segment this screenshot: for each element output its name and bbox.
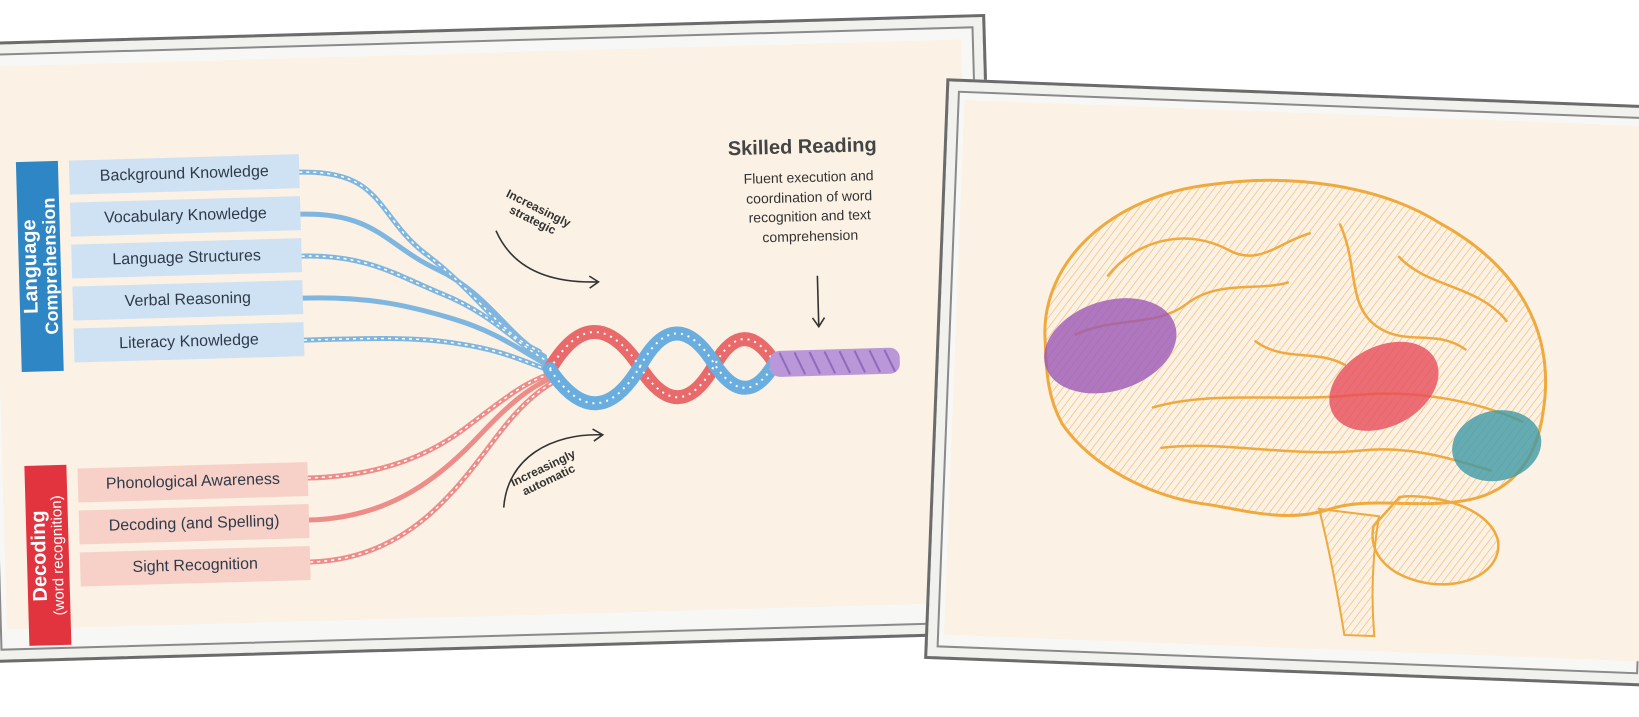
language-comprehension-bar: Language Comprehension <box>16 161 64 372</box>
strand-label-language-structures: Language Structures <box>71 238 302 278</box>
brain-card <box>924 78 1639 686</box>
decoding-strands <box>305 373 560 562</box>
strategic-arrow <box>496 228 599 291</box>
reading-rope-panel: Language Comprehension Background Knowle… <box>0 40 977 630</box>
brain-panel <box>944 100 1639 662</box>
strand-label-literacy-knowledge: Literacy Knowledge <box>74 322 305 362</box>
skilled-reading-arrow <box>811 276 824 327</box>
decoding-bar: Decoding (word recognition) <box>24 465 71 646</box>
brain-illustration <box>944 100 1639 661</box>
strand-label-phonological-awareness: Phonological Awareness <box>77 462 308 502</box>
brain-stem <box>1314 509 1379 636</box>
strand-label-background-knowledge: Background Knowledge <box>69 154 300 194</box>
strand-label-verbal-reasoning: Verbal Reasoning <box>72 280 303 320</box>
language-comprehension-line2: Comprehension <box>39 197 62 334</box>
decoding-line2: (word recognition) <box>49 495 68 615</box>
strand-label-decoding-spelling: Decoding (and Spelling) <box>79 504 310 544</box>
decoding-strand-texture <box>305 373 560 562</box>
reading-rope-card: Language Comprehension Background Knowle… <box>0 14 1002 663</box>
strand-label-sight-recognition: Sight Recognition <box>80 546 311 586</box>
skilled-reading-title: Skilled Reading <box>728 134 878 161</box>
strand-label-vocabulary-knowledge: Vocabulary Knowledge <box>70 196 301 236</box>
skilled-reading-description: Fluent execution and coordination of wor… <box>710 165 908 249</box>
brain-cerebellum <box>1371 495 1500 587</box>
